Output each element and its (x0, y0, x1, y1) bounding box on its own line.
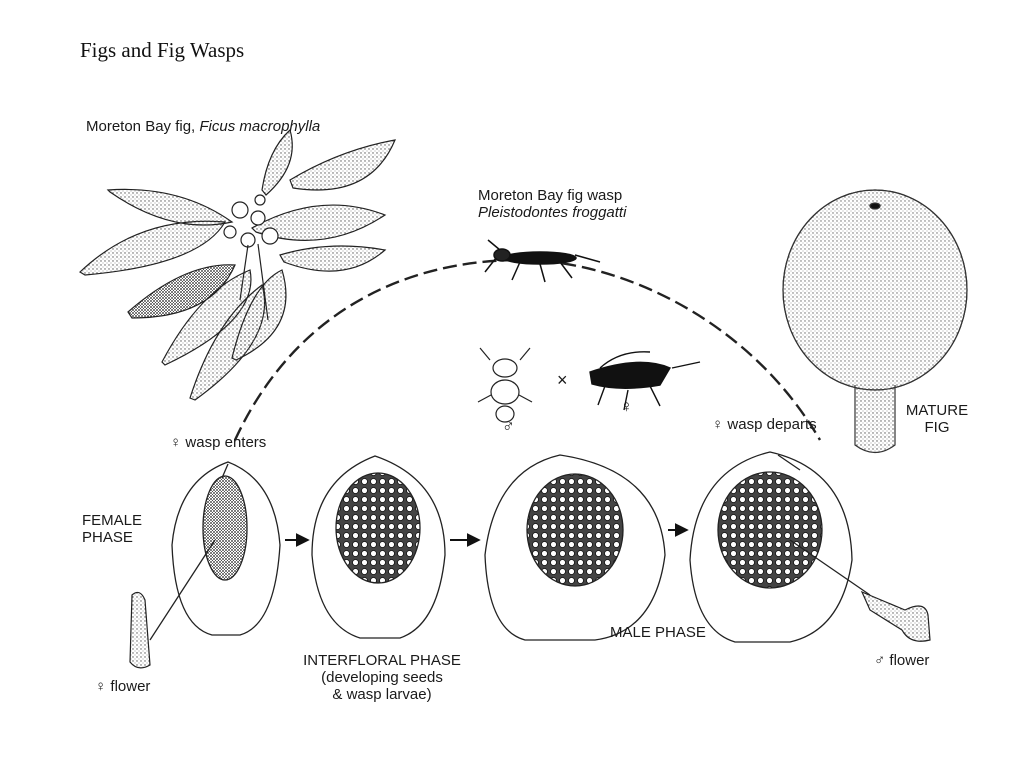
interfloral-phase-fig (311, 455, 446, 639)
mature-fig-label-line-2: FIG (924, 419, 950, 436)
interfloral-phase-label: INTERFLORAL PHASE (developing seeds & wa… (282, 652, 482, 703)
fig-common-name: Moreton Bay fig, (86, 118, 196, 135)
adult-wasp-illustration (484, 239, 601, 283)
female-flower-label: ♀ flower (95, 678, 151, 695)
wasp-enters-label: ♀ wasp enters (170, 434, 267, 451)
interfloral-phase-label-line-1: INTERFLORAL PHASE (303, 652, 461, 669)
slide-title: Figs and Fig Wasps (80, 38, 245, 62)
wasp-scientific-name: Pleistodontes froggatti (478, 204, 627, 221)
female-phase-fig (149, 461, 281, 641)
mature-fig-label: MATURE FIG (892, 402, 982, 436)
female-flower-illustration (129, 591, 151, 669)
male-phase-fig (484, 454, 666, 641)
male-flower-illustration (860, 590, 931, 642)
female-phase-label: FEMALE PHASE (82, 512, 142, 546)
departure-phase-fig (689, 451, 871, 643)
female-wasp-illustration (589, 351, 701, 411)
interfloral-phase-label-line-2: (developing seeds (321, 669, 443, 686)
fig-scientific-name: Ficus macrophylla (199, 118, 321, 135)
male-phase-label: MALE PHASE (610, 624, 706, 641)
wasp-flight-path (233, 258, 822, 441)
female-phase-label-line-2: PHASE (82, 529, 133, 546)
male-wasp-illustration (477, 347, 533, 423)
female-symbol: ♀ (620, 397, 633, 416)
female-phase-label-line-1: FEMALE (82, 512, 143, 529)
mature-fig-illustration (782, 189, 968, 454)
wasp-species-label: Moreton Bay fig wasp Pleistodontes frogg… (478, 187, 626, 221)
wasp-common-name: Moreton Bay fig wasp (478, 187, 623, 204)
male-flower-label: ♂ flower (874, 652, 930, 669)
mature-fig-label-line-1: MATURE (905, 402, 969, 419)
wasp-departs-label: ♀ wasp departs (712, 416, 817, 433)
cross-symbol: × (557, 370, 568, 390)
interfloral-phase-label-line-3: & wasp larvae) (332, 686, 432, 703)
male-symbol: ♂ (502, 417, 515, 436)
fig-species-label: Moreton Bay fig, Ficus macrophylla (86, 118, 320, 135)
fig-branch-illustration (79, 128, 396, 401)
